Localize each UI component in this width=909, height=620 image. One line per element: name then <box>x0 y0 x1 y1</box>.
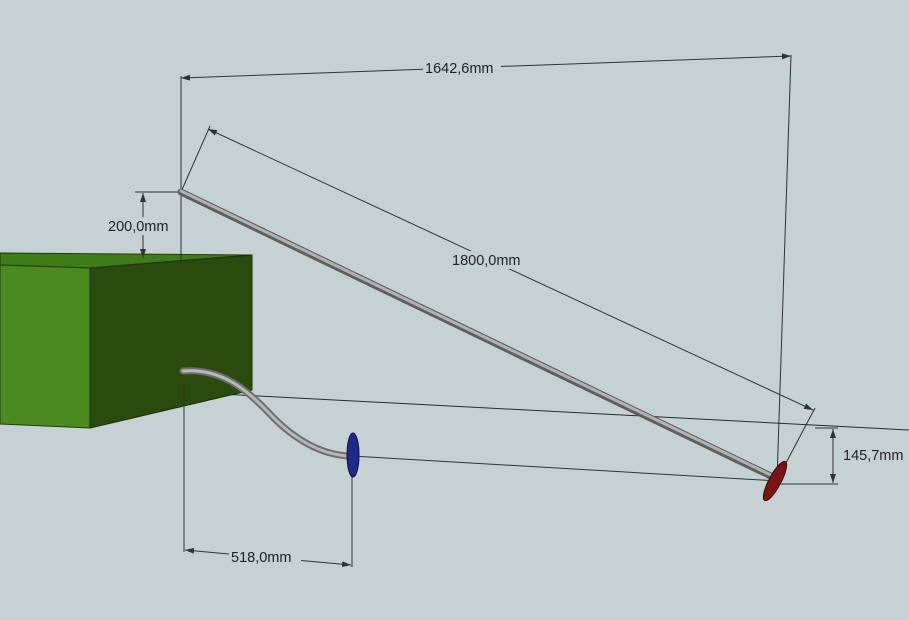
dim-label-200: 200,0mm <box>108 219 168 235</box>
dim-line-1800 <box>207 128 814 411</box>
red-disc <box>762 460 788 502</box>
extension-right-vertical <box>776 54 792 481</box>
dim-label-1800: 1800,0mm <box>452 253 521 269</box>
green-box <box>0 252 253 429</box>
box-side-face <box>89 254 253 429</box>
hose-to-rod-line <box>351 455 779 482</box>
extension-rod-top <box>180 125 211 193</box>
dim-label-145: 145,7mm <box>843 448 903 464</box>
box-front-face <box>0 264 91 429</box>
ground-reference-line <box>181 391 909 431</box>
dim-label-518: 518,0mm <box>231 550 291 566</box>
blue-disc <box>346 432 360 478</box>
dim-label-1642: 1642,6mm <box>425 61 494 77</box>
